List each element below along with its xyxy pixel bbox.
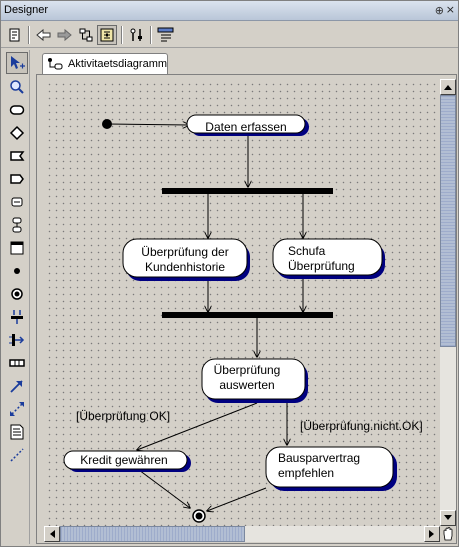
action-label: Schufa (288, 244, 326, 258)
object-node-icon[interactable] (6, 191, 28, 213)
text-note-icon[interactable] (6, 421, 28, 443)
action-kundenhistorie[interactable]: Überprüfung der Kundenhistorie (122, 238, 250, 281)
toolbar-separator (121, 26, 123, 44)
action-label: Überprüfung (288, 259, 355, 273)
zoom-icon[interactable] (6, 76, 28, 98)
edge-kredit-final[interactable] (138, 469, 190, 508)
initial-node[interactable] (102, 119, 112, 129)
diagram-editor: Daten erfassen Überprüfung der Kundenhis… (36, 74, 457, 544)
title-bar: Designer ⊕ × (1, 1, 458, 21)
tools-icon[interactable] (127, 25, 147, 45)
action-daten-erfassen[interactable]: Daten erfassen (186, 114, 309, 136)
decision-diamond-icon[interactable] (6, 122, 28, 144)
send-signal-icon[interactable] (6, 145, 28, 167)
tab-label: Aktivitaetsdiagramm (68, 58, 168, 70)
edge-start-daten[interactable] (107, 124, 189, 125)
action-bausparvertrag[interactable]: Bausparvertrag empfehlen (265, 446, 397, 491)
initial-node-icon[interactable] (6, 260, 28, 282)
scroll-down-icon[interactable] (440, 510, 456, 526)
swimlane-icon[interactable] (6, 214, 28, 236)
action-ueberpruefung-auswerten[interactable]: Überprüfung auswerten (201, 358, 308, 403)
vertical-scroll-thumb[interactable] (440, 95, 456, 347)
partition-icon[interactable] (6, 352, 28, 374)
edge-bauspar-final[interactable] (207, 487, 267, 511)
action-label: auswerten (219, 378, 274, 392)
note-icon[interactable] (6, 237, 28, 259)
action-label: Überprüfung der (141, 245, 228, 259)
dependency-icon[interactable] (6, 398, 28, 420)
select-pointer-icon[interactable] (6, 52, 28, 74)
pan-hand-icon[interactable] (440, 526, 456, 542)
fork-bar[interactable] (162, 188, 333, 194)
toolbar-separator (150, 26, 152, 44)
toolbar-separator (28, 26, 30, 44)
action-state-icon[interactable] (6, 99, 28, 121)
back-arrow-icon[interactable] (34, 25, 54, 45)
horizontal-scroll-thumb[interactable] (60, 526, 245, 542)
action-label: Überprüfung (214, 363, 281, 377)
action-label: Kundenhistorie (145, 260, 225, 274)
guard-nicht-ok: [Überprüfung.nicht.OK] (300, 419, 423, 433)
action-label: Kredit gewähren (80, 453, 167, 467)
tool-palette (4, 50, 30, 544)
close-icon[interactable]: × (445, 3, 455, 16)
final-node-icon[interactable] (6, 283, 28, 305)
sync-icon[interactable] (76, 25, 96, 45)
scroll-right-icon[interactable] (424, 526, 440, 542)
outline-icon[interactable] (97, 25, 117, 45)
scroll-up-icon[interactable] (440, 79, 456, 95)
diagram-canvas[interactable]: Daten erfassen Überprüfung der Kundenhis… (44, 79, 441, 526)
action-label: empfehlen (278, 466, 334, 480)
activity-diagram: Daten erfassen Überprüfung der Kundenhis… (63, 114, 423, 523)
fork-icon[interactable] (6, 306, 28, 328)
receive-signal-icon[interactable] (6, 168, 28, 190)
forward-arrow-icon[interactable] (54, 25, 74, 45)
action-schufa[interactable]: Schufa Überprüfung (272, 238, 385, 279)
join-bar[interactable] (162, 312, 333, 318)
pin-icon[interactable]: ⊕ (434, 4, 444, 17)
action-kredit-gewaehren[interactable]: Kredit gewähren (63, 450, 191, 472)
window-title: Designer (4, 4, 49, 16)
vertical-scrollbar[interactable] (440, 79, 456, 526)
action-label: Bausparvertrag (278, 451, 360, 465)
dashed-link-icon[interactable] (6, 444, 28, 466)
final-node[interactable] (192, 509, 206, 523)
print-icon[interactable] (5, 25, 25, 45)
toolbar (1, 22, 458, 48)
transition-arrow-icon[interactable] (6, 375, 28, 397)
tab-aktivitaetsdiagramm[interactable]: Aktivitaetsdiagramm (42, 53, 168, 75)
guard-ok: [Überprüfung OK] (76, 409, 170, 423)
scroll-left-icon[interactable] (44, 526, 60, 542)
horizontal-scrollbar[interactable] (44, 526, 440, 542)
edge-auswerten-kredit[interactable] (137, 402, 258, 450)
activity-diagram-icon (47, 57, 63, 74)
action-label: Daten erfassen (205, 120, 286, 134)
join-icon[interactable] (6, 329, 28, 351)
diagram-settings-icon[interactable] (156, 25, 176, 45)
